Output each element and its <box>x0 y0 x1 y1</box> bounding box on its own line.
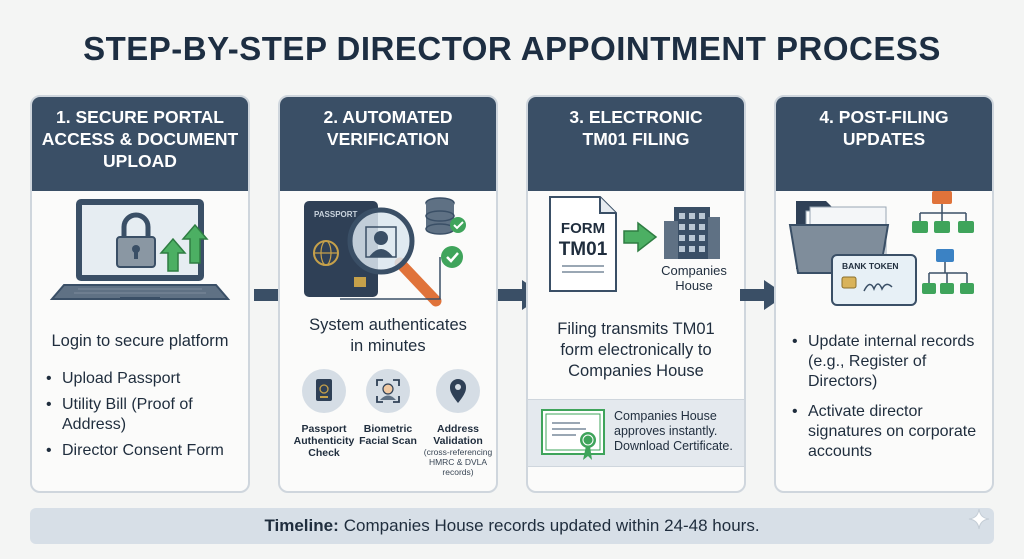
step-4-heading: 4. POST-FILING UPDATES <box>776 97 992 191</box>
step-2-main-text: System authenticates in minutes <box>309 316 467 355</box>
approval-notice: Companies House approves instantly. Down… <box>528 399 744 467</box>
step-card-3: 3. ELECTRONIC TM01 FILING FORM TM01 Comp… <box>526 95 746 493</box>
passport-magnifier-icon: PASSPORT <box>304 197 466 307</box>
step-1-heading: 1. SECURE PORTAL ACCESS & DOCUMENT UPLOA… <box>32 97 248 191</box>
approval-text: Companies House approves instantly. Down… <box>614 409 733 453</box>
timeline-label: Timeline: <box>264 516 339 535</box>
list-item: Update internal records (e.g., Register … <box>790 332 986 392</box>
step-1-bullets: Upload Passport Utility Bill (Proof of A… <box>44 369 244 467</box>
list-item: Director Consent Form <box>44 441 244 461</box>
face-scan-icon <box>376 379 400 403</box>
tm01-filing-icon: FORM TM01 Companies House <box>549 196 727 293</box>
laptop-lock-icon <box>49 199 231 300</box>
step-2-heading: 2. AUTOMATED VERIFICATION <box>280 97 496 191</box>
bank-token-label: BANK TOKEN <box>842 261 899 271</box>
svg-text:House: House <box>675 278 713 293</box>
passport-icon <box>316 379 332 401</box>
page-title: STEP-BY-STEP DIRECTOR APPOINTMENT PROCES… <box>83 30 941 67</box>
step-3-heading: 3. ELECTRONIC TM01 FILING <box>528 97 744 191</box>
list-item: Activate director signatures on corporat… <box>790 402 986 462</box>
records-update-icon: BANK TOKEN <box>788 191 974 306</box>
list-item: Utility Bill (Proof of Address) <box>44 395 244 435</box>
check-biometric-scan: Biometric Facial Scan <box>352 369 424 447</box>
step-card-2: 2. AUTOMATED VERIFICATION PASSPORT Syste… <box>278 95 498 493</box>
timeline-banner: Timeline: Companies House records update… <box>30 508 994 544</box>
step-1-main-text: Login to secure platform <box>51 332 229 350</box>
location-pin-icon <box>450 379 466 403</box>
step-card-1: 1. SECURE PORTAL ACCESS & DOCUMENT UPLOA… <box>30 95 250 493</box>
step-3-main-text: Filing transmits TM01 form electronicall… <box>557 320 715 380</box>
check-passport-authenticity: Passport Authenticity Check <box>288 369 360 459</box>
sparkle-icon <box>968 508 990 530</box>
check-address-validation: Address Validation (cross-referencing HM… <box>422 369 494 477</box>
timeline-text: Companies House records updated within 2… <box>343 516 760 535</box>
step-card-4: 4. POST-FILING UPDATES BANK TOKEN Update… <box>774 95 994 493</box>
svg-text:FORM: FORM <box>561 220 605 237</box>
list-item: Upload Passport <box>44 369 244 389</box>
step-4-bullets: Update internal records (e.g., Register … <box>790 332 986 468</box>
svg-text:TM01: TM01 <box>559 239 608 260</box>
svg-text:Companies: Companies <box>661 263 727 278</box>
certificate-icon <box>541 409 605 460</box>
passport-label: PASSPORT <box>314 210 358 219</box>
